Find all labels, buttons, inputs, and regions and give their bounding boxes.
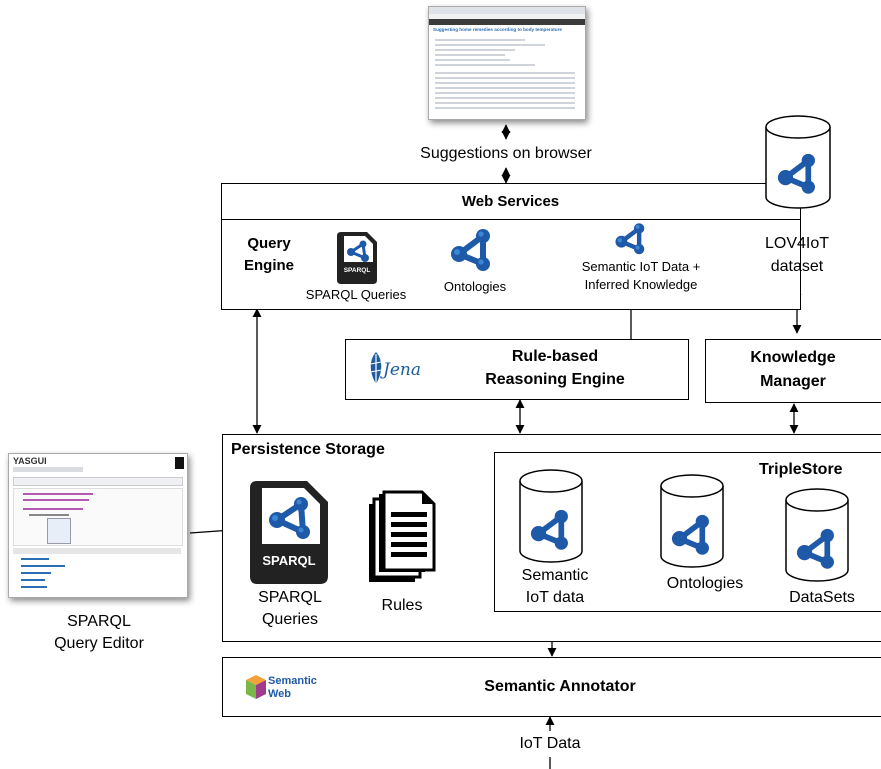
semantic-iot-graph-icon — [615, 223, 645, 255]
rule-engine-label-line1: Rule-based — [511, 348, 599, 365]
triplestore-label: TripleStore — [759, 461, 843, 478]
editor-label-line2: Query Editor — [54, 635, 144, 652]
semantic-annotator-label: Semantic Annotator — [484, 678, 636, 695]
ts-ontologies-label: Ontologies — [666, 575, 744, 592]
semantic-web-logo-line2: Web — [268, 688, 292, 700]
query-sparql-label: SPARQL Queries — [305, 287, 407, 302]
ts-semantic-label-line2: IoT data — [525, 589, 585, 606]
sparql-badge-small: SPARQL — [343, 267, 371, 274]
query-engine-text: Query Engine — [243, 235, 294, 274]
web-services-label: Web Services — [461, 193, 560, 210]
storage-sparql-label-line1: SPARQL — [258, 589, 322, 606]
browser-caption: Suggestions on browser — [420, 145, 592, 162]
semantic-web-logo-line1: Semantic — [268, 675, 317, 687]
browser-screenshot: Suggesting home remedies according to bo… — [428, 6, 586, 120]
rules-document-stack-icon — [369, 490, 436, 582]
semantic-iot-database-icon — [519, 469, 583, 563]
ontologies-graph-icon — [451, 229, 490, 271]
persistence-storage-label: Persistence Storage — [231, 441, 385, 458]
rules-label: Rules — [381, 597, 423, 614]
yasgui-logo: YASGUI — [13, 456, 47, 466]
datasets-database-icon — [785, 488, 849, 582]
knowledge-manager-label-line1: Knowledge — [750, 349, 836, 366]
jena-feather-icon — [369, 352, 383, 384]
query-engine-label: Query Engine — [226, 233, 312, 277]
semantic-annotator-box — [222, 657, 881, 717]
storage-sparql-label-line2: Queries — [261, 611, 319, 628]
storage-sparql-document-icon — [250, 481, 328, 584]
query-engine-box — [221, 219, 801, 310]
knowledge-manager-label-line2: Manager — [760, 373, 826, 390]
lov4iot-label-line1: LOV4IoT — [764, 235, 830, 252]
ontologies-database-icon — [660, 474, 724, 568]
knowledge-manager-box — [705, 339, 881, 403]
sparql-document-icon — [337, 232, 377, 284]
semantic-iot-label-line2: Inferred Knowledge — [584, 277, 698, 292]
jena-logo-text: Jena — [383, 360, 421, 380]
yasgui-editor-screenshot: YASGUI — [8, 453, 188, 598]
semantic-web-cube-icon — [246, 675, 266, 699]
browser-title: Suggesting home remedies according to bo… — [433, 27, 562, 32]
storage-sparql-badge: SPARQL — [262, 553, 316, 568]
lov4iot-label-line2: dataset — [770, 258, 824, 275]
rule-engine-label-line2: Reasoning Engine — [485, 371, 625, 388]
ts-semantic-label-line1: Semantic — [521, 567, 589, 584]
ts-datasets-label: DataSets — [789, 589, 855, 606]
lov4iot-database-icon — [765, 115, 831, 209]
editor-label-line1: SPARQL — [67, 613, 131, 630]
iot-data-label: IoT Data — [519, 735, 581, 752]
rule-engine-box — [345, 339, 689, 400]
semantic-iot-label-line1: Semantic IoT Data + — [581, 259, 701, 274]
query-ontologies-label: Ontologies — [443, 279, 507, 294]
web-services-box: Web Services — [221, 183, 801, 220]
